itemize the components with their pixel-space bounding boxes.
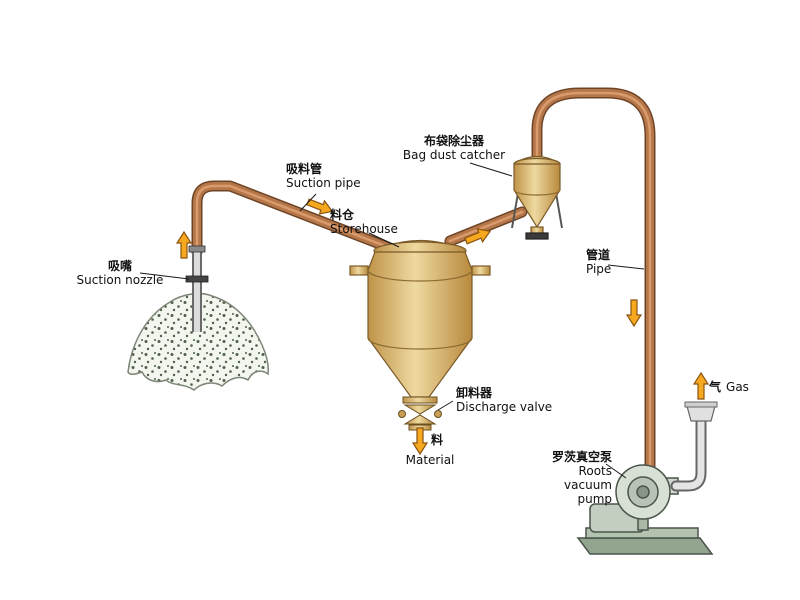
material-pile <box>127 292 269 391</box>
label-gas-en: Gas <box>726 380 749 394</box>
nozzle-collar <box>188 245 206 253</box>
label-material-en: Material <box>392 453 468 467</box>
label-pipe-en: Pipe <box>586 262 612 276</box>
label-storehouse-en: Storehouse <box>330 222 398 236</box>
transfer-pipe <box>444 206 528 247</box>
label-bag-dust-catcher: 布袋除尘器 Bag dust catcher <box>398 134 510 162</box>
valve-handle-right <box>434 410 442 418</box>
label-gas: 气 Gas <box>709 380 749 394</box>
label-pipe-zh: 管道 <box>586 248 611 262</box>
label-bag-dust-catcher-zh: 布袋除尘器 <box>423 134 484 148</box>
label-suction-nozzle-zh: 吸嘴 <box>107 259 132 273</box>
roots-vacuum-pump <box>576 464 714 555</box>
arrow-down-pipe <box>626 299 642 327</box>
label-bag-dust-catcher-en: Bag dust catcher <box>402 148 506 162</box>
exhaust-pipe <box>670 401 718 492</box>
label-material-zh: 料 <box>431 433 443 447</box>
material-en-text: Material <box>405 453 455 467</box>
arrow-up-nozzle <box>176 231 192 259</box>
bag-dust-catcher <box>511 155 563 240</box>
label-suction-nozzle-en: Suction nozzle <box>76 273 164 287</box>
label-discharge-valve: 卸料器 Discharge valve <box>456 386 552 414</box>
vacuum-pipe <box>531 87 656 474</box>
label-suction-pipe-zh: 吸料管 <box>286 162 323 176</box>
label-pipe: 管道 Pipe <box>586 248 611 276</box>
label-suction-nozzle: 吸嘴 Suction nozzle <box>70 259 170 287</box>
label-gas-zh: 气 <box>709 380 722 394</box>
material-zh-text: 料 <box>431 433 444 447</box>
label-roots-vacuum-pump: 罗茨真空泵 Roots vacuum pump <box>530 450 612 506</box>
label-roots-vacuum-pump-zh: 罗茨真空泵 <box>551 450 612 464</box>
leader-lines <box>139 162 645 479</box>
pump-base <box>576 537 714 555</box>
arrow-material-out <box>412 427 428 455</box>
valve-handle-left <box>398 410 406 418</box>
storehouse-stub-right <box>471 265 491 276</box>
label-storehouse: 料仓 Storehouse <box>330 208 398 236</box>
storehouse-stub-left <box>349 265 369 276</box>
label-discharge-valve-en: Discharge valve <box>456 400 553 414</box>
nozzle-flange <box>185 275 209 283</box>
storehouse-hopper <box>349 239 491 398</box>
arrow-gas-out <box>693 372 709 400</box>
exhaust-rim <box>684 401 718 408</box>
exhaust-bell <box>686 405 716 422</box>
label-roots-vacuum-pump-en: Roots vacuum pump <box>564 464 612 506</box>
discharge-valve <box>398 396 442 431</box>
label-storehouse-zh: 料仓 <box>330 208 355 222</box>
dust-catcher-bracket <box>525 232 549 240</box>
label-suction-pipe: 吸料管 Suction pipe <box>286 162 361 190</box>
label-discharge-valve-zh: 卸料器 <box>456 386 493 400</box>
label-suction-pipe-en: Suction pipe <box>286 176 361 190</box>
storehouse-body <box>367 251 473 398</box>
suction-pipe <box>191 180 396 258</box>
